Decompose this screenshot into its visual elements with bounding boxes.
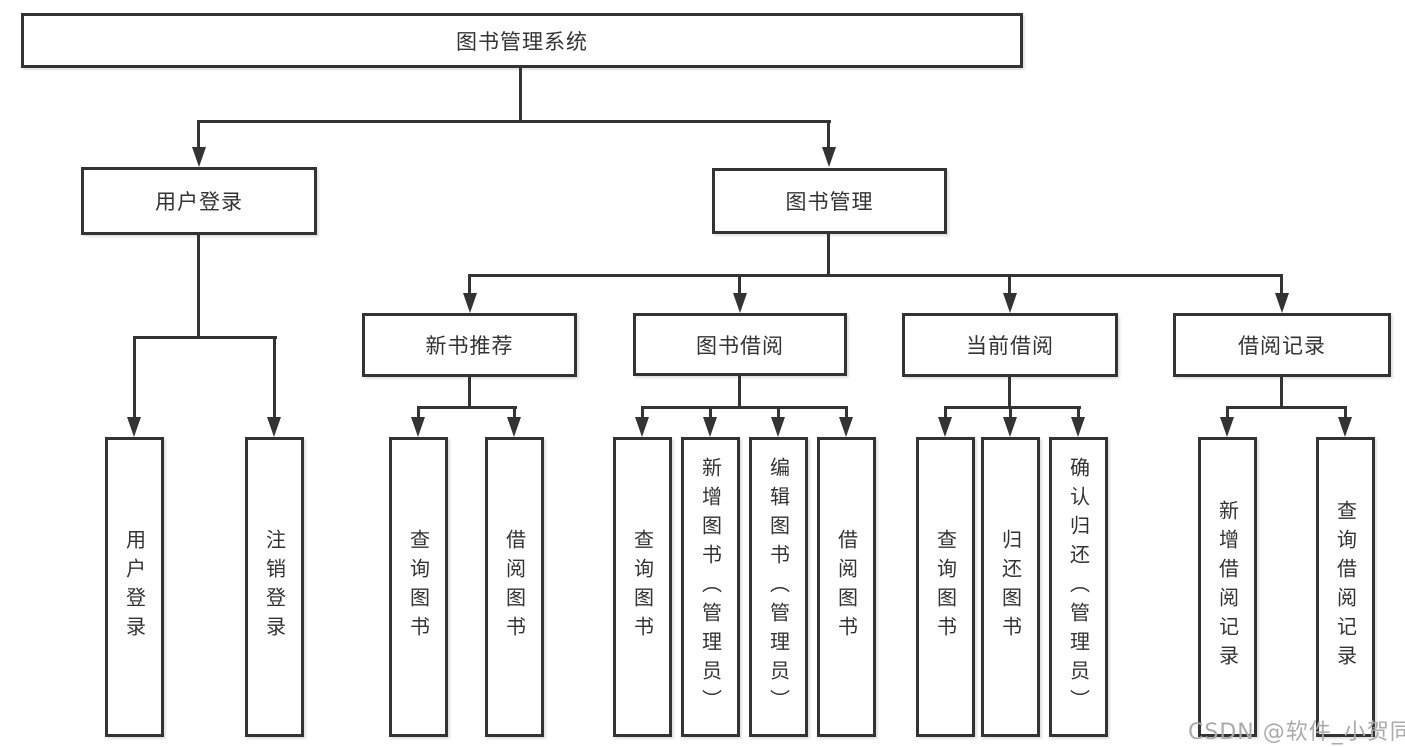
leaf-node-add-borrow-record: 新增借阅记录 — [1198, 437, 1257, 737]
connector-line — [1077, 406, 1080, 419]
connector-line — [468, 274, 471, 295]
connector-line — [1008, 274, 1011, 295]
connector-line — [133, 336, 136, 419]
leaf-node-logout: 注销登录 — [245, 437, 304, 737]
arrowhead-down-icon — [127, 417, 141, 437]
node-library-system: 图书管理系统 — [21, 13, 1023, 68]
arrowhead-down-icon — [1003, 293, 1017, 313]
connector-line — [709, 406, 712, 419]
connector-line — [513, 406, 516, 419]
connector-line — [197, 120, 200, 149]
arrowhead-down-icon — [1071, 417, 1085, 437]
arrowhead-down-icon — [1275, 293, 1289, 313]
connector-line — [845, 406, 848, 419]
connector-line — [519, 68, 522, 123]
connector-line — [1280, 377, 1283, 409]
connector-line — [1344, 406, 1347, 419]
connector-line — [641, 406, 644, 419]
connector-line — [738, 376, 741, 409]
connector-line — [1280, 274, 1283, 295]
connector-line — [944, 406, 1081, 409]
arrowhead-down-icon — [822, 147, 836, 167]
leaf-node-edit-books-admin: 编辑图书（管理员） — [749, 437, 808, 737]
watermark: CSDN @软件_小贺同学 — [1188, 720, 1405, 745]
node-new-book-recommend: 新书推荐 — [362, 313, 577, 377]
connector-line — [738, 274, 741, 295]
arrowhead-down-icon — [507, 417, 521, 437]
connector-line — [197, 235, 200, 339]
connector-line — [469, 274, 1283, 277]
connector-line — [417, 406, 420, 419]
leaf-node-query-books-2: 查询图书 — [613, 437, 672, 737]
connector-line — [1226, 406, 1347, 409]
connector-line — [197, 120, 831, 123]
leaf-node-borrow-books-2: 借阅图书 — [817, 437, 876, 737]
leaf-node-query-books-1: 查询图书 — [389, 437, 448, 737]
node-current-borrowing: 当前借阅 — [902, 313, 1118, 377]
node-book-management: 图书管理 — [712, 168, 947, 234]
connector-line — [1009, 406, 1012, 419]
connector-line — [641, 406, 848, 409]
arrowhead-down-icon — [733, 293, 747, 313]
connector-line — [1226, 406, 1229, 419]
leaf-node-confirm-return-admin: 确认归还（管理员） — [1049, 437, 1108, 737]
arrowhead-down-icon — [839, 417, 853, 437]
leaf-node-query-borrow-record: 查询借阅记录 — [1316, 437, 1375, 737]
arrowhead-down-icon — [192, 147, 206, 167]
connector-line — [944, 406, 947, 419]
arrowhead-down-icon — [771, 417, 785, 437]
arrowhead-down-icon — [1338, 417, 1352, 437]
leaf-node-query-books-3: 查询图书 — [916, 437, 975, 737]
arrowhead-down-icon — [703, 417, 717, 437]
arrowhead-down-icon — [267, 417, 281, 437]
connector-line — [468, 377, 471, 409]
leaf-node-user-login: 用户登录 — [105, 437, 164, 737]
arrowhead-down-icon — [1003, 417, 1017, 437]
connector-line — [827, 234, 830, 277]
arrowhead-down-icon — [463, 293, 477, 313]
leaf-node-add-books-admin: 新增图书（管理员） — [681, 437, 740, 737]
arrowhead-down-icon — [635, 417, 649, 437]
connector-line — [417, 406, 517, 409]
connector-line — [273, 336, 276, 419]
leaf-node-borrow-books-1: 借阅图书 — [485, 437, 544, 737]
connector-line — [827, 120, 830, 149]
connector-line — [1008, 377, 1011, 409]
node-book-borrowing: 图书借阅 — [633, 313, 847, 376]
arrowhead-down-icon — [1220, 417, 1234, 437]
node-borrowing-records: 借阅记录 — [1173, 313, 1391, 377]
node-user-login: 用户登录 — [81, 167, 317, 235]
arrowhead-down-icon — [411, 417, 425, 437]
connector-line — [777, 406, 780, 419]
connector-line — [133, 336, 277, 339]
arrowhead-down-icon — [938, 417, 952, 437]
leaf-node-return-books: 归还图书 — [981, 437, 1040, 737]
